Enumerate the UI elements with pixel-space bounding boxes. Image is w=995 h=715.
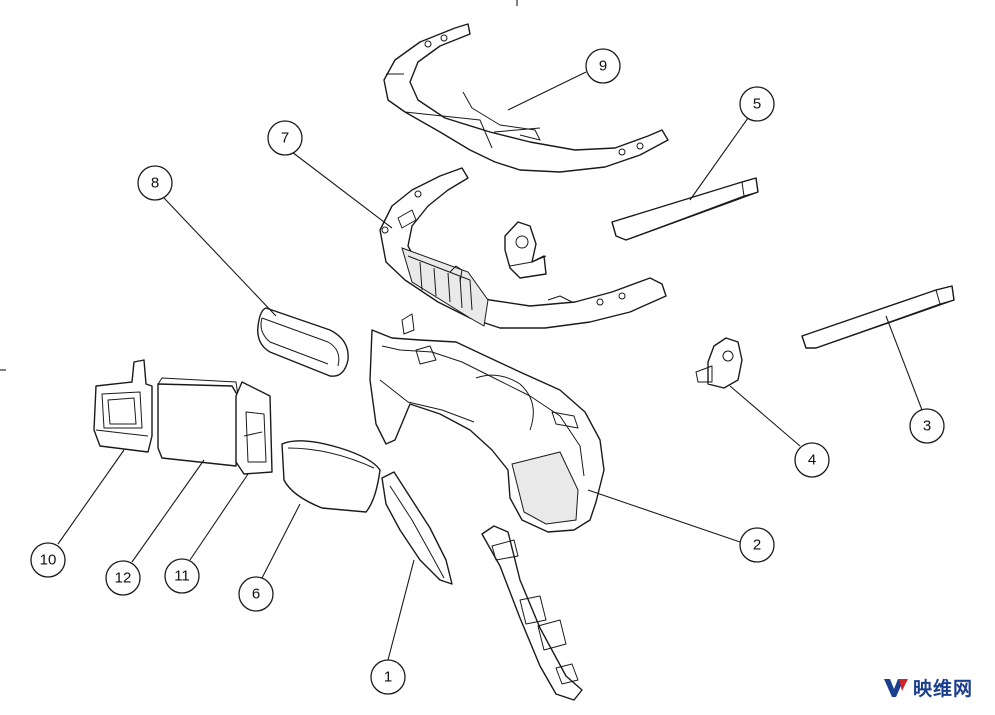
leader-9 <box>507 71 587 111</box>
part-7-hinge-block <box>504 221 547 279</box>
callout-7-label: 7 <box>281 130 289 147</box>
callout-9: 9 <box>585 48 621 84</box>
leader-7 <box>291 151 393 229</box>
callout-2: 2 <box>739 527 775 563</box>
callout-12-label: 12 <box>115 570 132 587</box>
part-11-frame <box>235 381 273 475</box>
leader-10 <box>57 449 125 545</box>
watermark: 映维网 <box>883 674 973 701</box>
part-12-plate <box>157 377 239 467</box>
callout-1-label: 1 <box>384 669 392 686</box>
part-2-shell <box>369 313 605 533</box>
callout-2-label: 2 <box>753 537 761 554</box>
yv-logo-icon <box>883 678 908 697</box>
callout-11: 11 <box>164 558 200 594</box>
leader-4 <box>729 385 801 447</box>
watermark-text: 映维网 <box>912 678 973 700</box>
part-side-rail-assembly <box>481 525 583 701</box>
part-5-rail <box>611 177 759 241</box>
callout-4: 4 <box>794 442 830 478</box>
callout-6: 6 <box>238 576 274 612</box>
callout-3: 3 <box>909 408 945 444</box>
part-9-top-band <box>383 23 669 173</box>
leader-11 <box>189 473 249 561</box>
callout-11-label: 11 <box>174 568 190 585</box>
part-3-rail <box>801 285 955 349</box>
leader-2 <box>587 489 741 543</box>
leader-6 <box>261 503 301 579</box>
leader-12 <box>131 459 205 563</box>
part-4-bracket <box>695 337 743 389</box>
callout-7: 7 <box>267 120 303 156</box>
leader-3 <box>885 315 923 411</box>
part-8-cushion <box>257 307 349 377</box>
callout-6-label: 6 <box>252 586 260 603</box>
callout-9-label: 9 <box>599 58 607 75</box>
leader-8 <box>163 197 277 317</box>
part-6-lens <box>281 440 381 513</box>
leader-lines <box>57 71 923 661</box>
part-1-visor <box>381 471 453 585</box>
leader-5 <box>689 117 749 201</box>
leader-1 <box>387 559 415 661</box>
callout-8: 8 <box>137 165 173 201</box>
part-7-frame <box>379 167 667 329</box>
callout-10: 10 <box>30 542 66 578</box>
callout-8-label: 8 <box>151 175 159 192</box>
callout-5-label: 5 <box>753 96 761 113</box>
callout-1: 1 <box>370 659 406 695</box>
callout-12: 12 <box>105 560 141 596</box>
callout-3-label: 3 <box>923 418 931 435</box>
callout-5: 5 <box>739 86 775 122</box>
callout-4-label: 4 <box>808 452 816 469</box>
part-10-frame <box>93 359 153 453</box>
callout-10-label: 10 <box>40 552 57 569</box>
